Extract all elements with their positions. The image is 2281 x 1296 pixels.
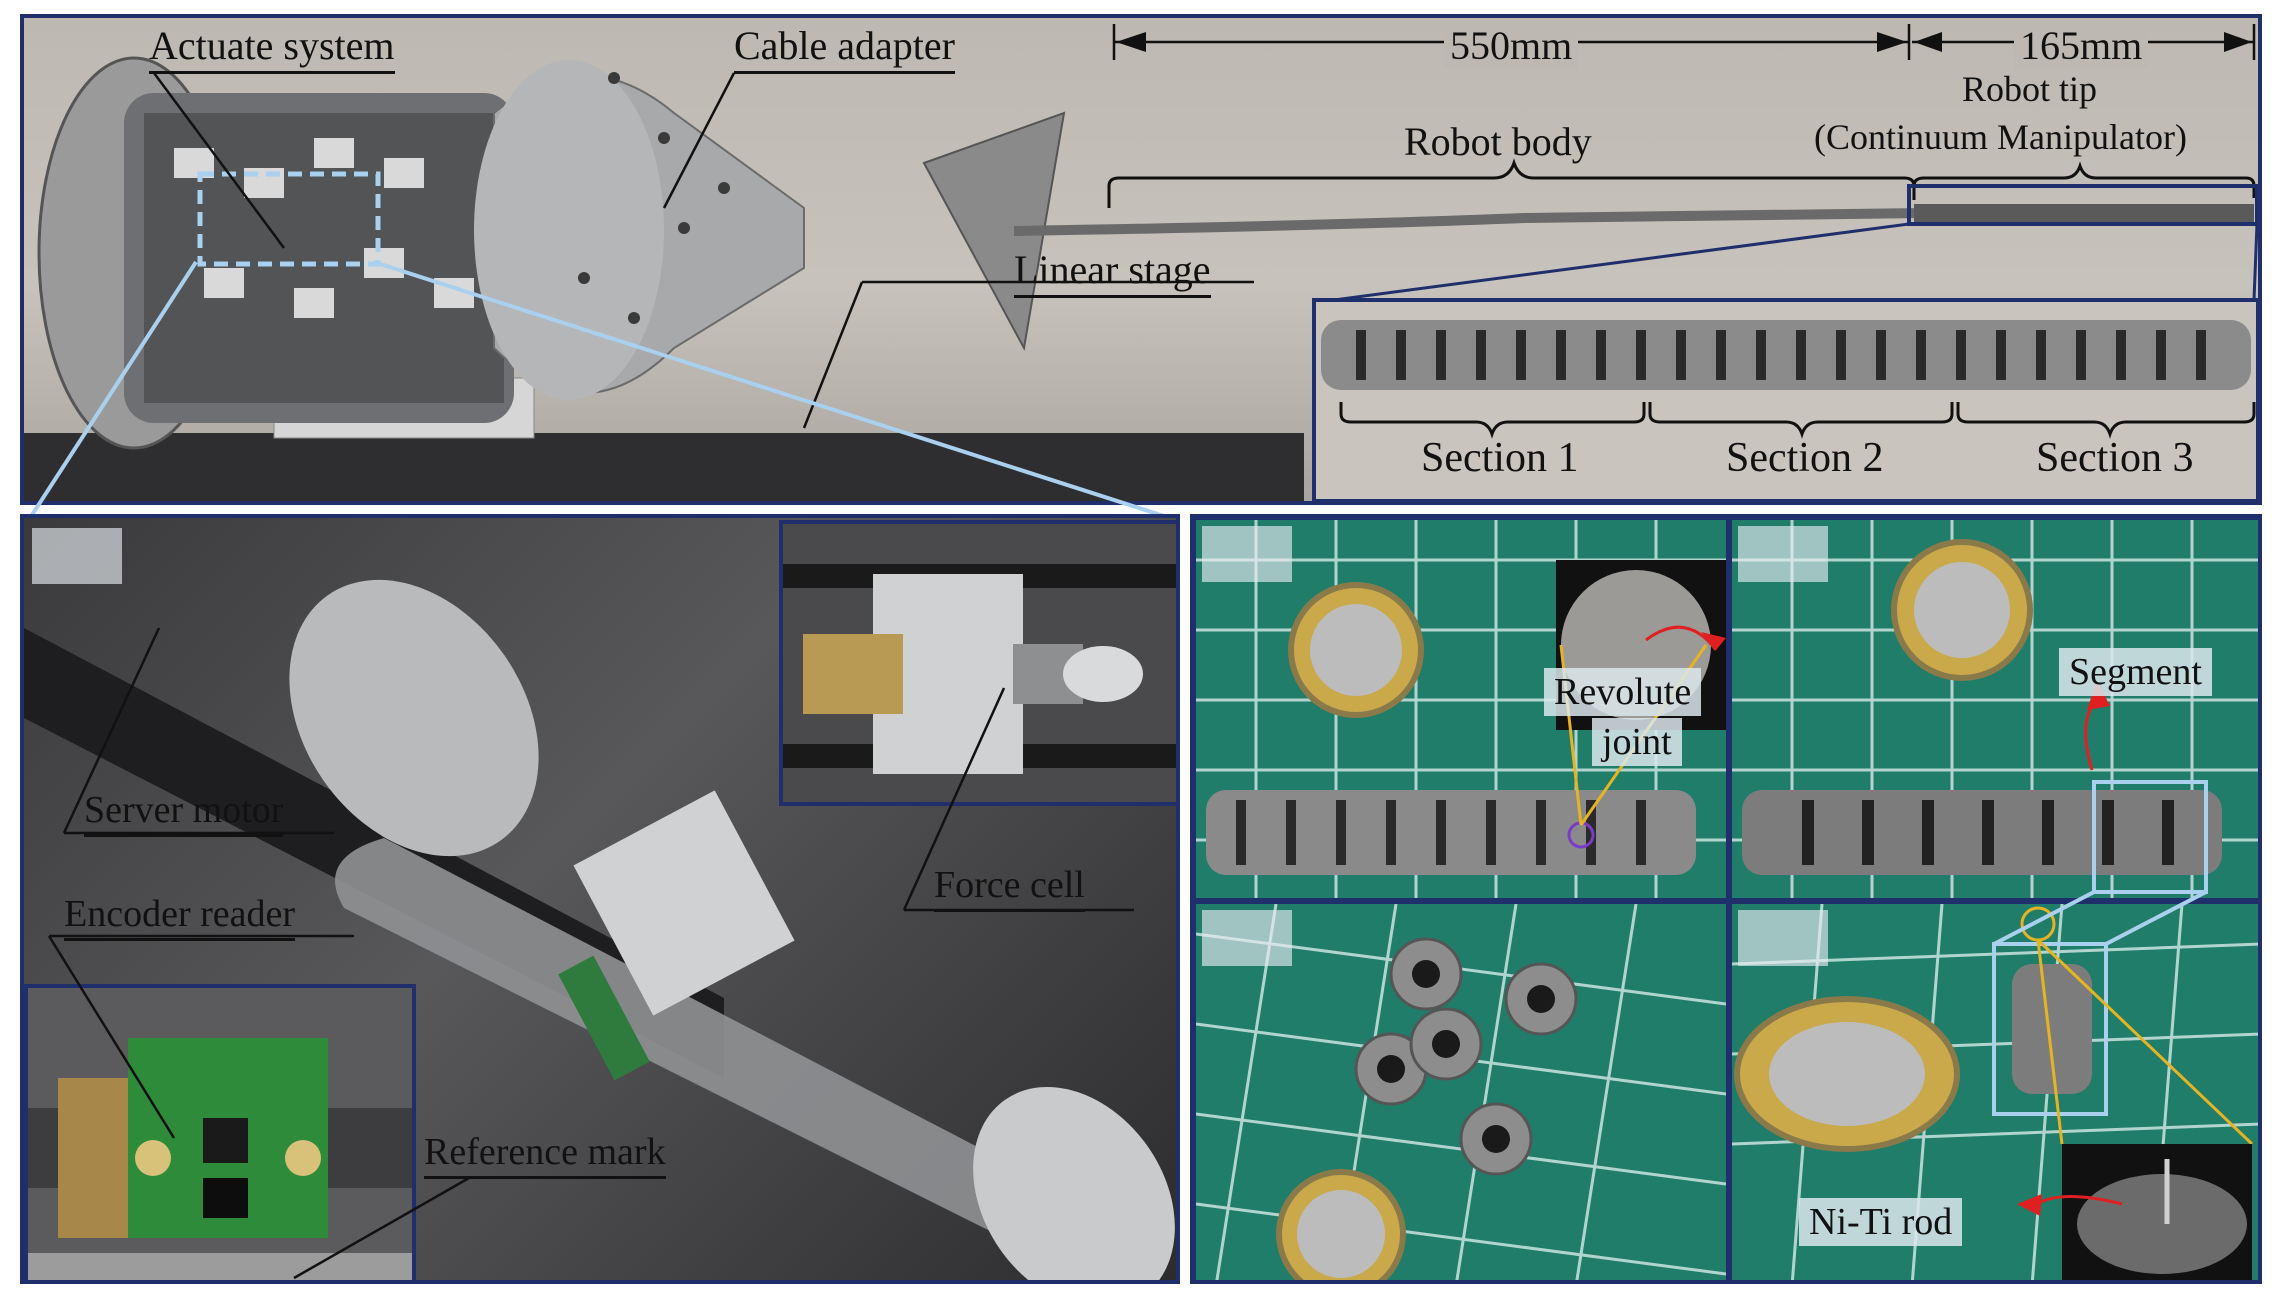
top-photo-panel: Section 1 Section 2 Section 3 Actuate sy… [20,14,2262,505]
robot-tip-label: Robot tip [1962,69,2098,109]
disks-illustration [1196,904,1726,1280]
robot-body-tube [1013,208,1925,236]
tip-length-dimension: 165mm [2014,22,2149,69]
revolute-joint-label-line2: joint [1592,718,1682,766]
force-cell-label: Force cell [934,863,1085,912]
actuator-module-illustration [24,579,1175,1280]
encoder-reader-inset [24,984,416,1280]
disks-photo [1196,904,1726,1280]
body-length-dimension: 550mm [1444,22,1579,69]
reference-mark-label: Reference mark [424,1130,666,1179]
encoder-reader-illustration [28,1038,412,1280]
section-2-brace [1648,402,1954,439]
section-1-label: Section 1 [1421,435,1579,481]
manipulator-zoom-illustration [1321,320,2256,439]
segment-illustration [1732,520,2258,898]
segment-photo [1732,520,2258,898]
robot-body-label: Robot body [1404,119,1592,164]
section-2-label: Section 2 [1726,435,1884,481]
force-cell-illustration [783,564,1176,774]
linear-stage-rail [24,433,1304,501]
revolute-joint-label-line1: Revolute [1544,668,1702,716]
actuator-module-panel: Server motor Encoder reader Force cell R… [20,514,1180,1284]
force-cell-inset [779,520,1176,806]
segment-label: Segment [2059,648,2212,696]
linear-stage-label: Linear stage [1014,246,1211,298]
niti-rod-illustration [1732,904,2258,1280]
robot-tip-highlight [1907,184,2258,226]
section-3-brace [1956,402,2256,439]
actuate-system-highlight [197,171,381,267]
robot-body-brace [1107,158,1916,208]
niti-rod-label: Ni-Ti rod [1799,1198,1963,1246]
niti-rod-photo [1732,904,2258,1280]
cable-adapter-label: Cable adapter [734,22,955,74]
section-1-brace [1339,402,1646,439]
server-motor-label: Server motor [84,788,284,837]
components-grid-panel: Revolute joint Segment Ni-Ti rod [1190,514,2262,1284]
section-3-label: Section 3 [2036,435,2194,481]
encoder-reader-label: Encoder reader [64,892,296,941]
robot-tip-brace [1912,161,2256,198]
manipulator-zoom-inset: Section 1 Section 2 Section 3 [1312,298,2258,501]
panel-letter-placeholder [32,528,122,584]
robot-tip-sub-label: (Continuum Manipulator) [1814,117,2187,157]
actuate-system-label: Actuate system [149,22,395,74]
linear-module-housing [335,838,1132,1280]
robot-tip [1914,204,2254,222]
